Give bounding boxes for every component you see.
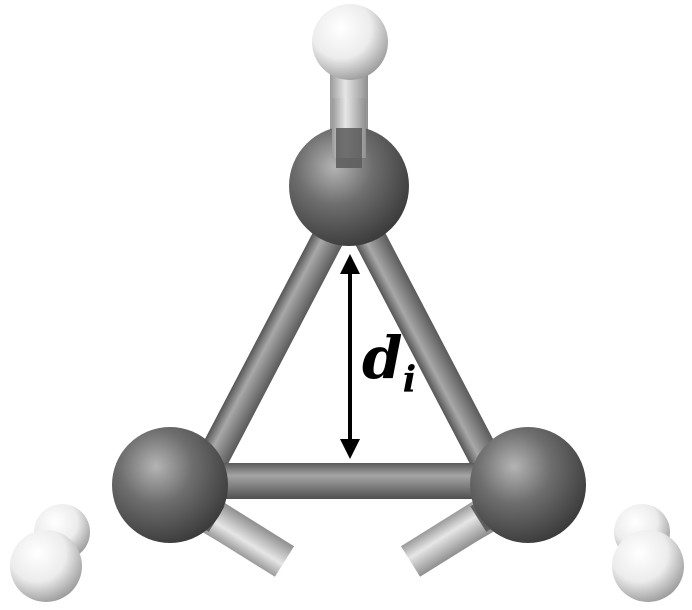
bond-c1-c3 [334, 190, 503, 472]
distance-label: di [362, 324, 416, 401]
cc-bonds [175, 190, 530, 499]
carbon-atom-top [289, 126, 409, 246]
distance-symbol: d [362, 324, 403, 392]
bond-c1-c2 [195, 190, 364, 472]
carbon-atom-right [470, 427, 586, 543]
bond-top-h-shadow [336, 128, 362, 168]
hydrogen-atom-top [312, 4, 388, 80]
hydrogen-atom-front-right [612, 530, 684, 602]
hydrogen-atom-front-left [10, 530, 82, 602]
distance-subscript: i [403, 359, 417, 401]
carbon-atom-left [112, 427, 228, 543]
